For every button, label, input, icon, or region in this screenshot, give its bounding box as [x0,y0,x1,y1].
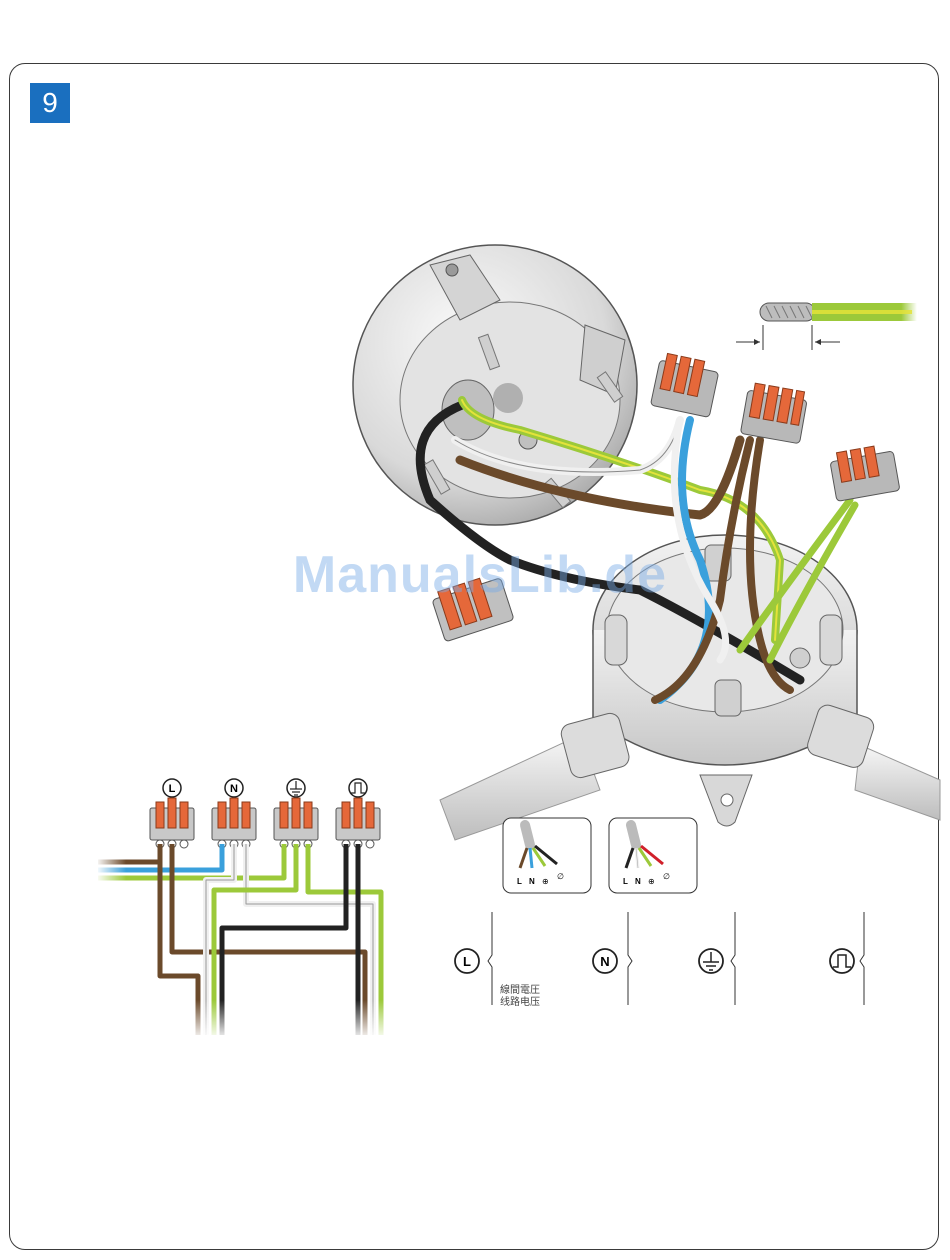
live-note-traditional: 線間電圧 [500,985,540,997]
legend-neutral-icon: N [593,949,617,973]
live-note-simplified: 线路电压 [500,997,540,1009]
svg-text:L: L [463,954,471,969]
legend-live-icon: L [455,949,479,973]
legend-brackets [488,912,864,1005]
watermark: ManualsLib.de [290,545,670,605]
svg-text:N: N [600,954,609,969]
legend-earth-icon [699,949,723,973]
legend-switched-live-icon [830,949,854,973]
